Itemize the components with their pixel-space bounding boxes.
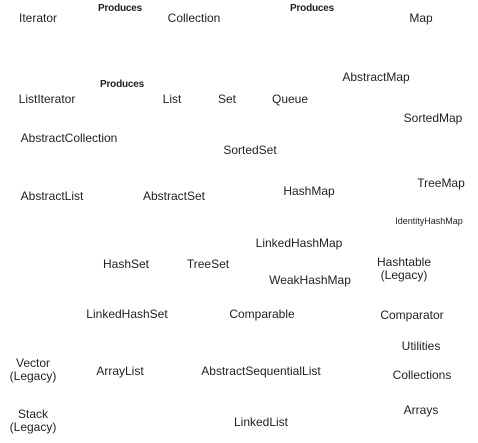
node-hash-set: HashSet bbox=[102, 257, 150, 271]
node-linked-hash-map: LinkedHashMap bbox=[255, 236, 343, 250]
node-set: Set bbox=[217, 92, 237, 106]
node-vector-name: Vector bbox=[15, 356, 51, 370]
node-arrays: Arrays bbox=[403, 403, 439, 417]
node-weak-hash-map: WeakHashMap bbox=[269, 273, 351, 287]
node-collection: Collection bbox=[167, 11, 221, 25]
node-linked-hash-set: LinkedHashSet bbox=[86, 307, 168, 321]
node-iterator: Iterator bbox=[18, 11, 58, 25]
node-abstract-sequential-list: AbstractSequentialList bbox=[201, 364, 321, 378]
node-hashtable: Hashtable (Legacy) bbox=[377, 256, 431, 282]
node-sorted-set: SortedSet bbox=[223, 143, 277, 157]
node-identity-hash-map: IdentityHashMap bbox=[395, 216, 463, 226]
node-hashtable-name: Hashtable bbox=[376, 255, 432, 269]
node-comparator: Comparator bbox=[380, 308, 444, 322]
node-list: List bbox=[162, 92, 182, 106]
node-array-list: ArrayList bbox=[96, 364, 144, 378]
produces-label: Produces bbox=[290, 3, 334, 14]
node-vector-note: (Legacy) bbox=[9, 369, 57, 383]
node-vector: Vector (Legacy) bbox=[10, 357, 57, 383]
node-collections: Collections bbox=[392, 368, 452, 382]
node-abstract-set: AbstractSet bbox=[142, 189, 206, 203]
node-list-iterator: ListIterator bbox=[18, 92, 76, 106]
node-stack: Stack (Legacy) bbox=[10, 408, 57, 434]
node-abstract-map: AbstractMap bbox=[342, 70, 410, 84]
node-linked-list: LinkedList bbox=[233, 415, 289, 429]
node-abstract-collection: AbstractCollection bbox=[20, 131, 118, 145]
node-hash-map: HashMap bbox=[283, 184, 335, 198]
node-tree-map: TreeMap bbox=[417, 176, 465, 190]
node-map: Map bbox=[409, 11, 433, 25]
node-tree-set: TreeSet bbox=[186, 257, 230, 271]
node-comparable: Comparable bbox=[229, 307, 295, 321]
produces-label: Produces bbox=[98, 3, 142, 14]
node-queue: Queue bbox=[271, 92, 309, 106]
node-utilities: Utilities bbox=[401, 339, 441, 353]
node-abstract-list: AbstractList bbox=[20, 189, 84, 203]
produces-label: Produces bbox=[100, 79, 144, 90]
node-stack-note: (Legacy) bbox=[9, 420, 57, 434]
node-hashtable-note: (Legacy) bbox=[380, 268, 428, 282]
node-stack-name: Stack bbox=[17, 407, 48, 421]
node-sorted-map: SortedMap bbox=[403, 111, 463, 125]
